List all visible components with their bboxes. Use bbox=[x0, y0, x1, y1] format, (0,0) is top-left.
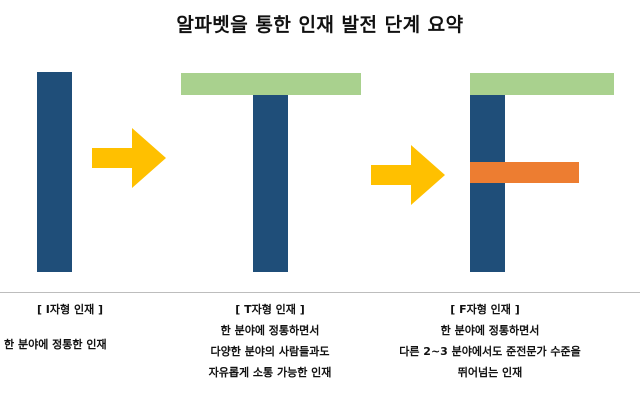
stage-label-f: [ F자형 인재 ] bbox=[450, 303, 520, 316]
description-line: 한 분야에 정통하면서 bbox=[440, 324, 540, 337]
stage-label-i: [ I자형 인재 ] bbox=[36, 303, 104, 316]
description-line: 한 분야에 정통하면서 bbox=[220, 324, 320, 337]
t-shape-top-bar bbox=[181, 73, 361, 95]
stage-description-f: 한 분야에 정통하면서 다른 2~3 분야에서도 준전문가 수준을 뛰어넘는 인… bbox=[380, 320, 600, 383]
f-shape-middle-bar bbox=[470, 162, 579, 183]
description-line: 뛰어넘는 인재 bbox=[457, 366, 523, 379]
f-shape-top-bar bbox=[470, 73, 614, 95]
i-shape-stem bbox=[37, 72, 72, 272]
t-shape-stem bbox=[253, 95, 288, 272]
arrow-right-icon bbox=[92, 128, 166, 188]
description-line: 다른 2~3 분야에서도 준전문가 수준을 bbox=[399, 345, 581, 358]
divider-line bbox=[0, 292, 640, 293]
arrow-right-icon bbox=[371, 145, 445, 205]
stage-label-t: [ T자형 인재 ] bbox=[235, 303, 305, 316]
description-line: 다양한 분야의 사람들과도 bbox=[210, 345, 330, 358]
stage-description-i: 한 분야에 정통한 인재 bbox=[0, 334, 129, 355]
description-line: 자유롭게 소통 가능한 인재 bbox=[208, 366, 332, 379]
f-shape-stem bbox=[470, 95, 505, 272]
diagram-title: 알파벳을 통한 인재 발전 단계 요약 bbox=[176, 14, 464, 36]
description-line: 한 분야에 정통한 인재 bbox=[4, 338, 107, 351]
stage-description-t: 한 분야에 정통하면서 다양한 분야의 사람들과도 자유롭게 소통 가능한 인재 bbox=[185, 320, 355, 383]
